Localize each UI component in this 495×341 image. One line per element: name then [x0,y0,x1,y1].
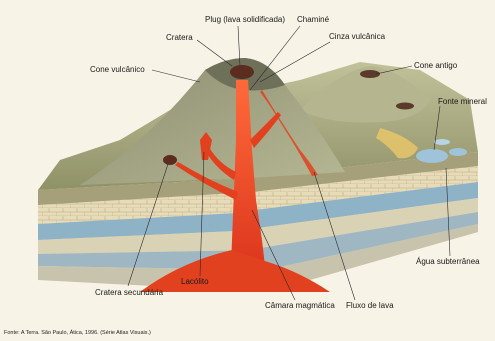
label-plug: Plug (lava solidificada) [205,15,285,24]
source-note: Fonte: A Terra. São Paulo, Ática, 1996. … [4,330,151,336]
label-cratera-secundaria: Cratera secundária [95,288,164,297]
mineral-spring [416,149,448,163]
label-cinza-vulcanica: Cinza vulcânica [329,32,386,41]
label-cratera: Cratera [166,33,193,42]
plug-solidified-lava [230,65,254,79]
label-fonte-mineral: Fonte mineral [438,97,487,106]
label-cone-vulcanico: Cone vulcânico [90,65,145,74]
label-chamine: Chaminé [297,15,330,24]
label-cone-antigo: Cone antigo [414,61,458,70]
label-fluxo-de-lava: Fluxo de lava [346,301,394,310]
label-camara-magmatica: Câmara magmática [265,301,335,310]
label-agua-subterranea: Água subterrânea [416,257,480,266]
secondary-crater [163,155,177,165]
label-lacolito: Lacólito [181,277,209,286]
